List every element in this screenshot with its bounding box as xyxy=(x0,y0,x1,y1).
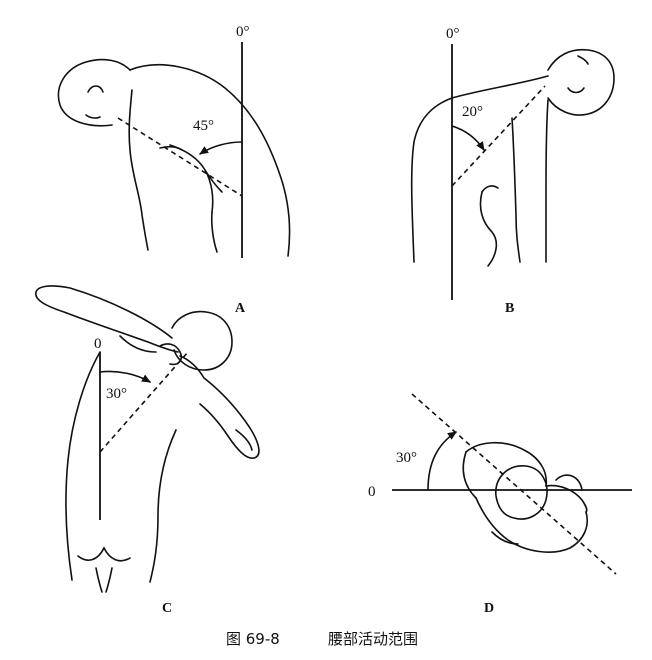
panel-c-trunk-axis-line xyxy=(99,351,189,453)
panel-a-angle-label: 45° xyxy=(193,118,214,134)
panel-a-letter: A xyxy=(235,301,246,316)
panel-a-flexion: 0° 45° A xyxy=(57,24,291,316)
panel-d-rotation: 0 30° D xyxy=(368,393,632,616)
figure-title: 腰部活动范围 xyxy=(328,630,418,648)
panel-d-letter: D xyxy=(484,601,494,616)
panel-c-angle-label: 30° xyxy=(106,386,127,402)
panel-c-lateral-bending: 0 30° C xyxy=(35,285,260,616)
panel-d-figure xyxy=(462,441,588,553)
panel-b-trunk-axis-line xyxy=(451,85,546,187)
panel-a-figure xyxy=(57,58,291,257)
panel-b-angle-label: 20° xyxy=(462,104,483,120)
panel-c-letter: C xyxy=(162,601,172,616)
panel-d-angle-label: 30° xyxy=(396,450,417,466)
panel-b-zero-label: 0° xyxy=(446,26,460,42)
panel-d-zero-label: 0 xyxy=(368,484,376,500)
panel-c-figure xyxy=(35,285,260,593)
panel-c-angle-arc xyxy=(99,370,151,383)
figure-number: 图 69-8 xyxy=(226,630,280,648)
panel-a-zero-label: 0° xyxy=(236,24,250,40)
panel-b-letter: B xyxy=(505,301,514,316)
panel-d-trunk-axis-line xyxy=(411,393,617,575)
figure-caption: 图 69-8 腰部活动范围 xyxy=(226,630,418,648)
panel-b-extension: 0° 20° B xyxy=(410,26,615,316)
panel-d-angle-arc xyxy=(427,431,457,491)
panel-b-figure xyxy=(410,48,615,267)
panel-c-zero-label: 0 xyxy=(94,336,102,352)
panel-a-angle-arc xyxy=(199,141,243,155)
panel-a-trunk-axis-line xyxy=(117,117,243,197)
panel-b-angle-arc xyxy=(451,125,485,151)
